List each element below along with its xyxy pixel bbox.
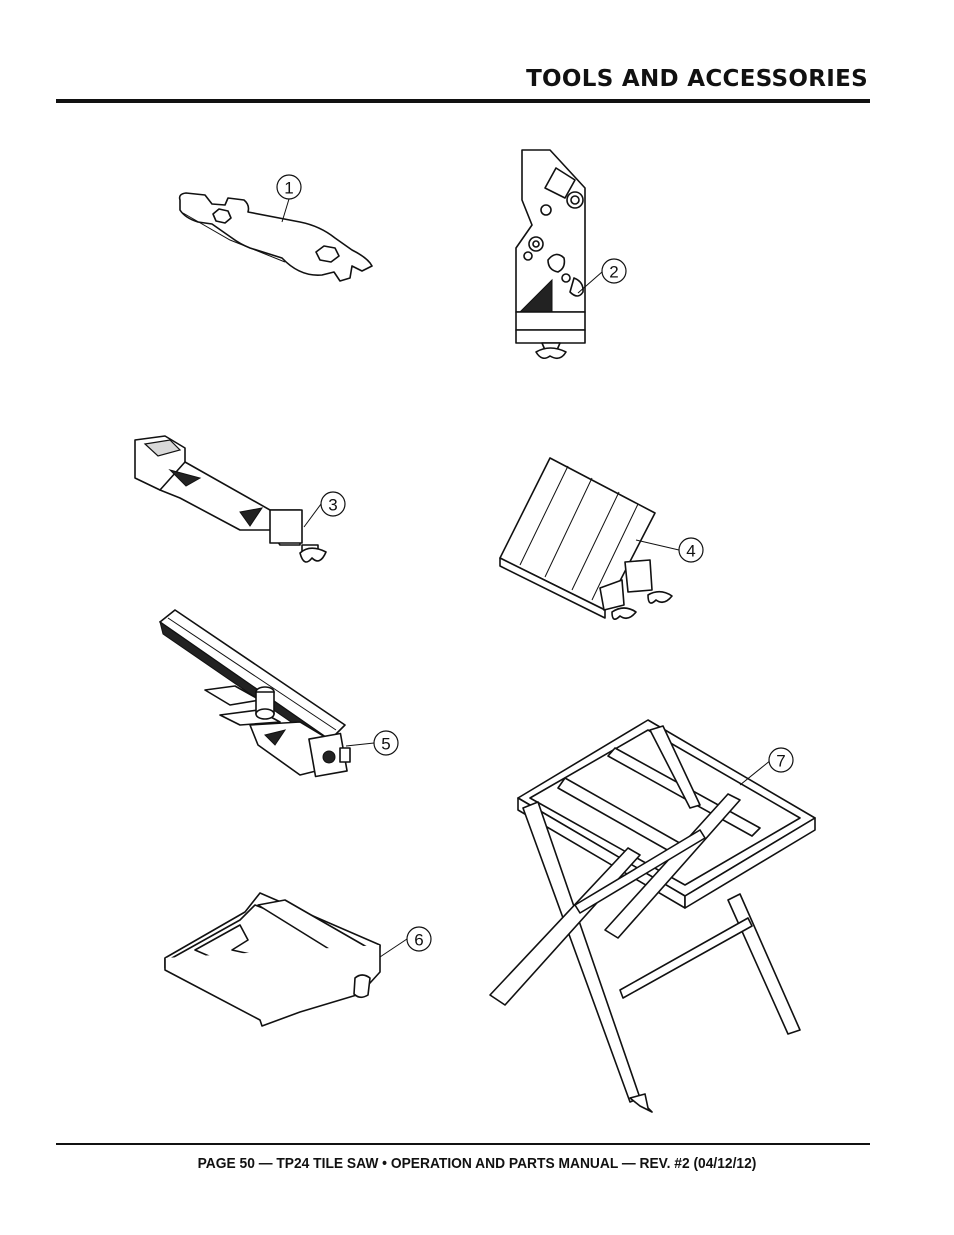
rip-guide-icon: [134, 435, 327, 563]
callout-number: 6: [414, 931, 423, 950]
callout-2: 2: [601, 258, 627, 284]
table-insert-icon: [164, 892, 381, 1027]
page-title: TOOLS AND ACCESSORIES: [526, 66, 868, 92]
callout-3: 3: [320, 491, 346, 517]
callout-number: 4: [686, 542, 695, 561]
miter-guide-icon: [515, 149, 586, 360]
page-footer: PAGE 50 — TP24 TILE SAW • OPERATION AND …: [197, 1155, 757, 1172]
callout-number: 7: [776, 752, 785, 771]
callout-number: 2: [609, 263, 618, 282]
header-rule: [56, 99, 870, 103]
callout-number: 3: [328, 496, 337, 515]
folding-stand-icon: [489, 719, 816, 1113]
callout-number: 5: [381, 735, 390, 754]
miter-gauge-icon: [159, 609, 351, 778]
callout-5: 5: [373, 730, 399, 756]
wrench-icon: [178, 192, 373, 282]
callout-1: 1: [276, 174, 302, 200]
tilt-table-icon: [499, 457, 673, 620]
callout-4: 4: [678, 537, 704, 563]
leader-lines: [281, 198, 772, 958]
callout-number: 1: [284, 179, 293, 198]
callout-6: 6: [406, 926, 432, 952]
footer-rule: [56, 1143, 870, 1145]
callout-7: 7: [768, 747, 794, 773]
